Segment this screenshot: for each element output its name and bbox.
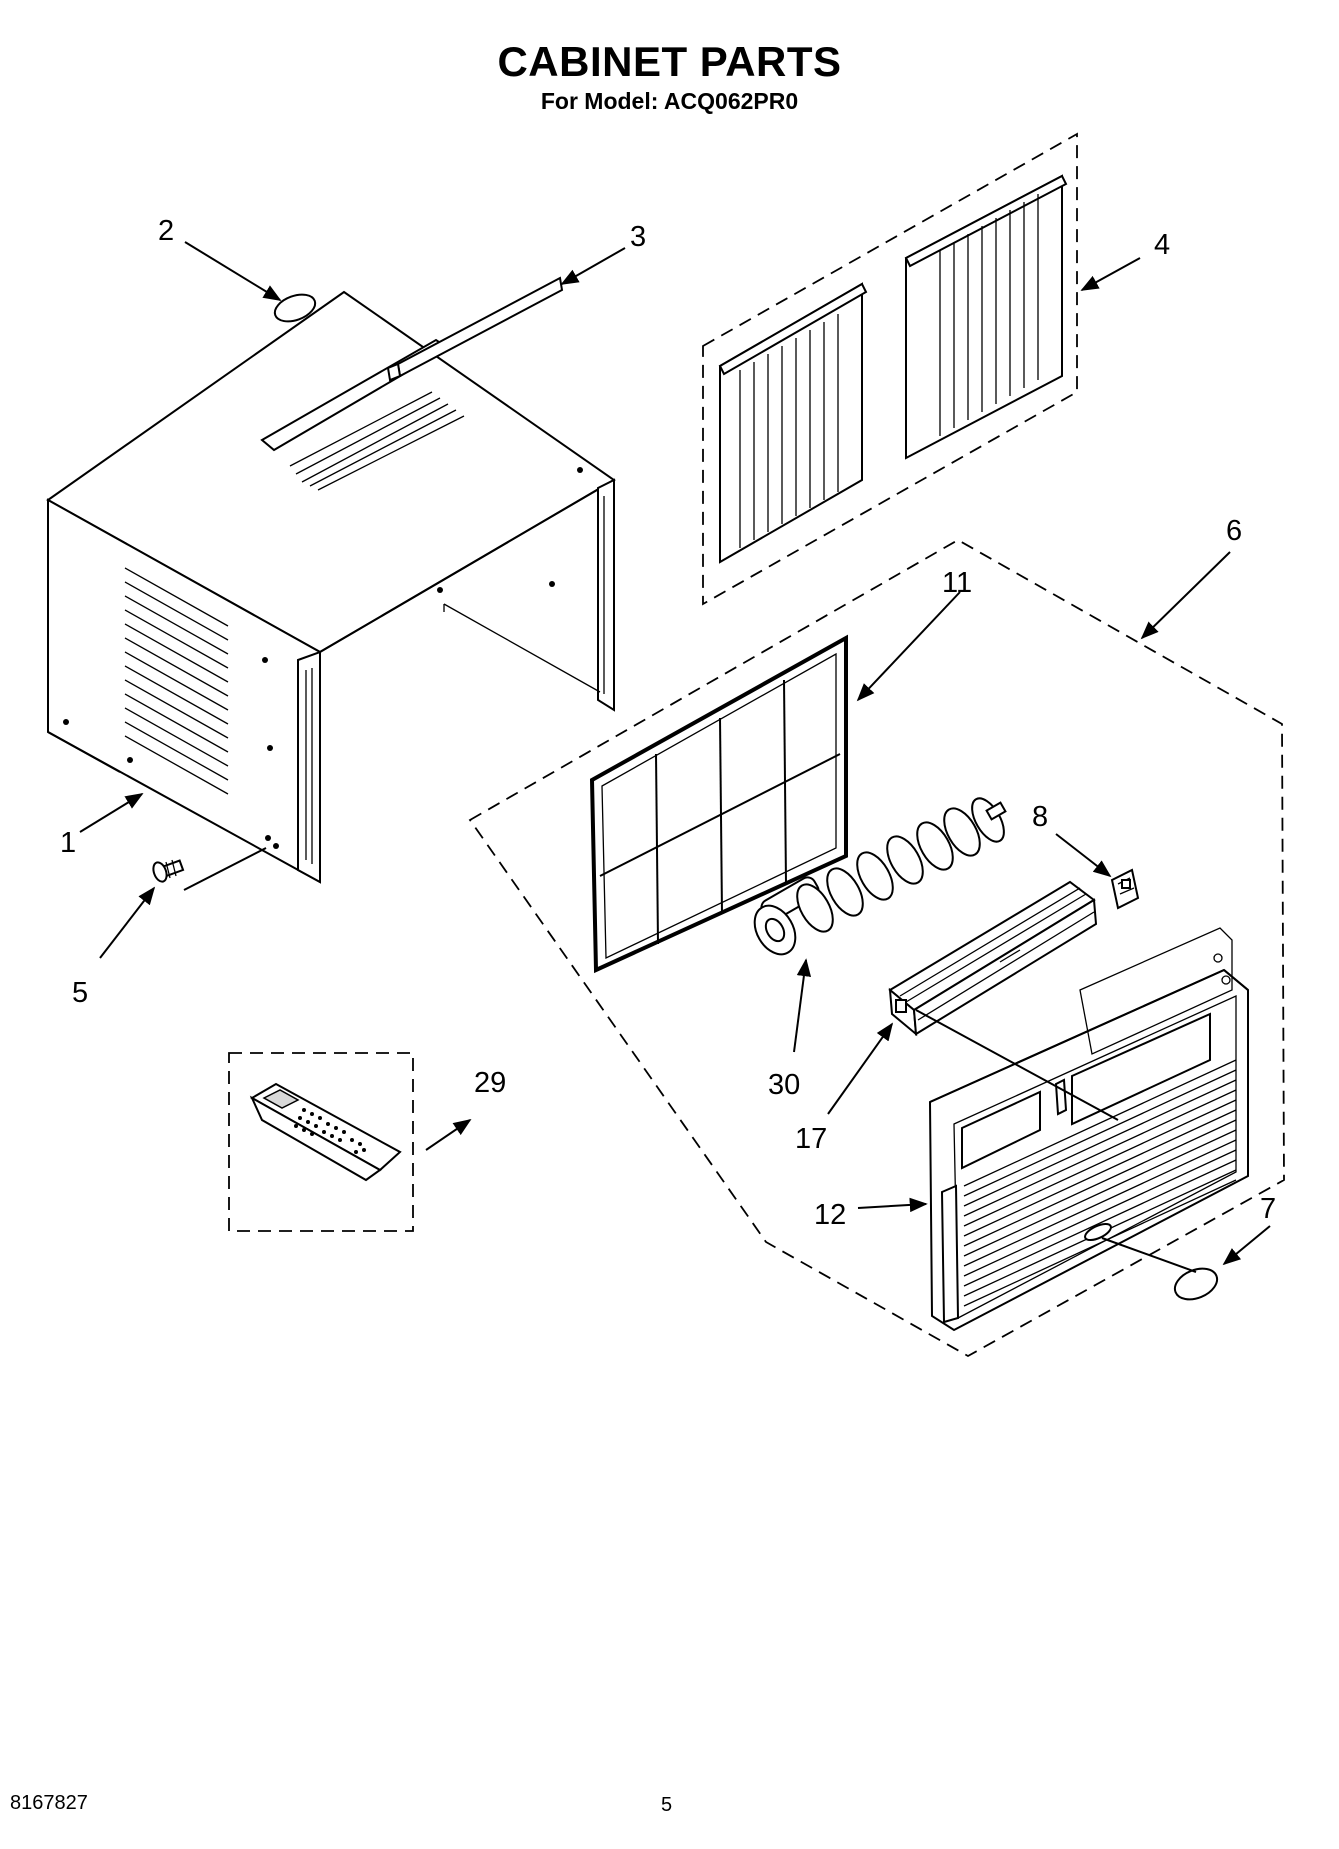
document-number: 8167827	[10, 1792, 88, 1814]
top-bracket-3	[396, 276, 564, 378]
oval-plug-7	[1173, 1267, 1219, 1301]
louver-17	[888, 880, 1098, 1037]
front-assembly-outline	[468, 538, 1285, 1358]
air-filter-11	[589, 634, 848, 974]
callout-30: 30	[768, 1069, 800, 1101]
callout-1: 1	[60, 827, 76, 859]
oval-plug-2	[273, 293, 317, 323]
callout-6: 6	[1226, 515, 1242, 547]
callout-12: 12	[814, 1199, 846, 1231]
remote-control-29	[228, 1052, 414, 1232]
callout-17: 17	[795, 1123, 827, 1155]
screw-5	[152, 859, 185, 883]
front-grille-12	[928, 927, 1249, 1332]
blower-wheel-30	[753, 797, 1007, 956]
clip-8	[1110, 868, 1140, 910]
callout-7: 7	[1260, 1193, 1276, 1225]
callout-3: 3	[630, 221, 646, 253]
callout-11: 11	[942, 567, 972, 599]
callout-29: 29	[474, 1067, 506, 1099]
callout-2: 2	[158, 215, 174, 247]
callout-4: 4	[1154, 229, 1170, 261]
callout-5: 5	[72, 977, 88, 1009]
page-title: CABINET PARTS	[497, 38, 842, 85]
cabinet-wrapper	[46, 290, 616, 884]
page-number: 5	[661, 1794, 673, 1816]
callout-8: 8	[1032, 801, 1048, 833]
side-curtain-assembly	[702, 132, 1078, 606]
model-subtitle: For Model: ACQ062PR0	[540, 88, 799, 114]
